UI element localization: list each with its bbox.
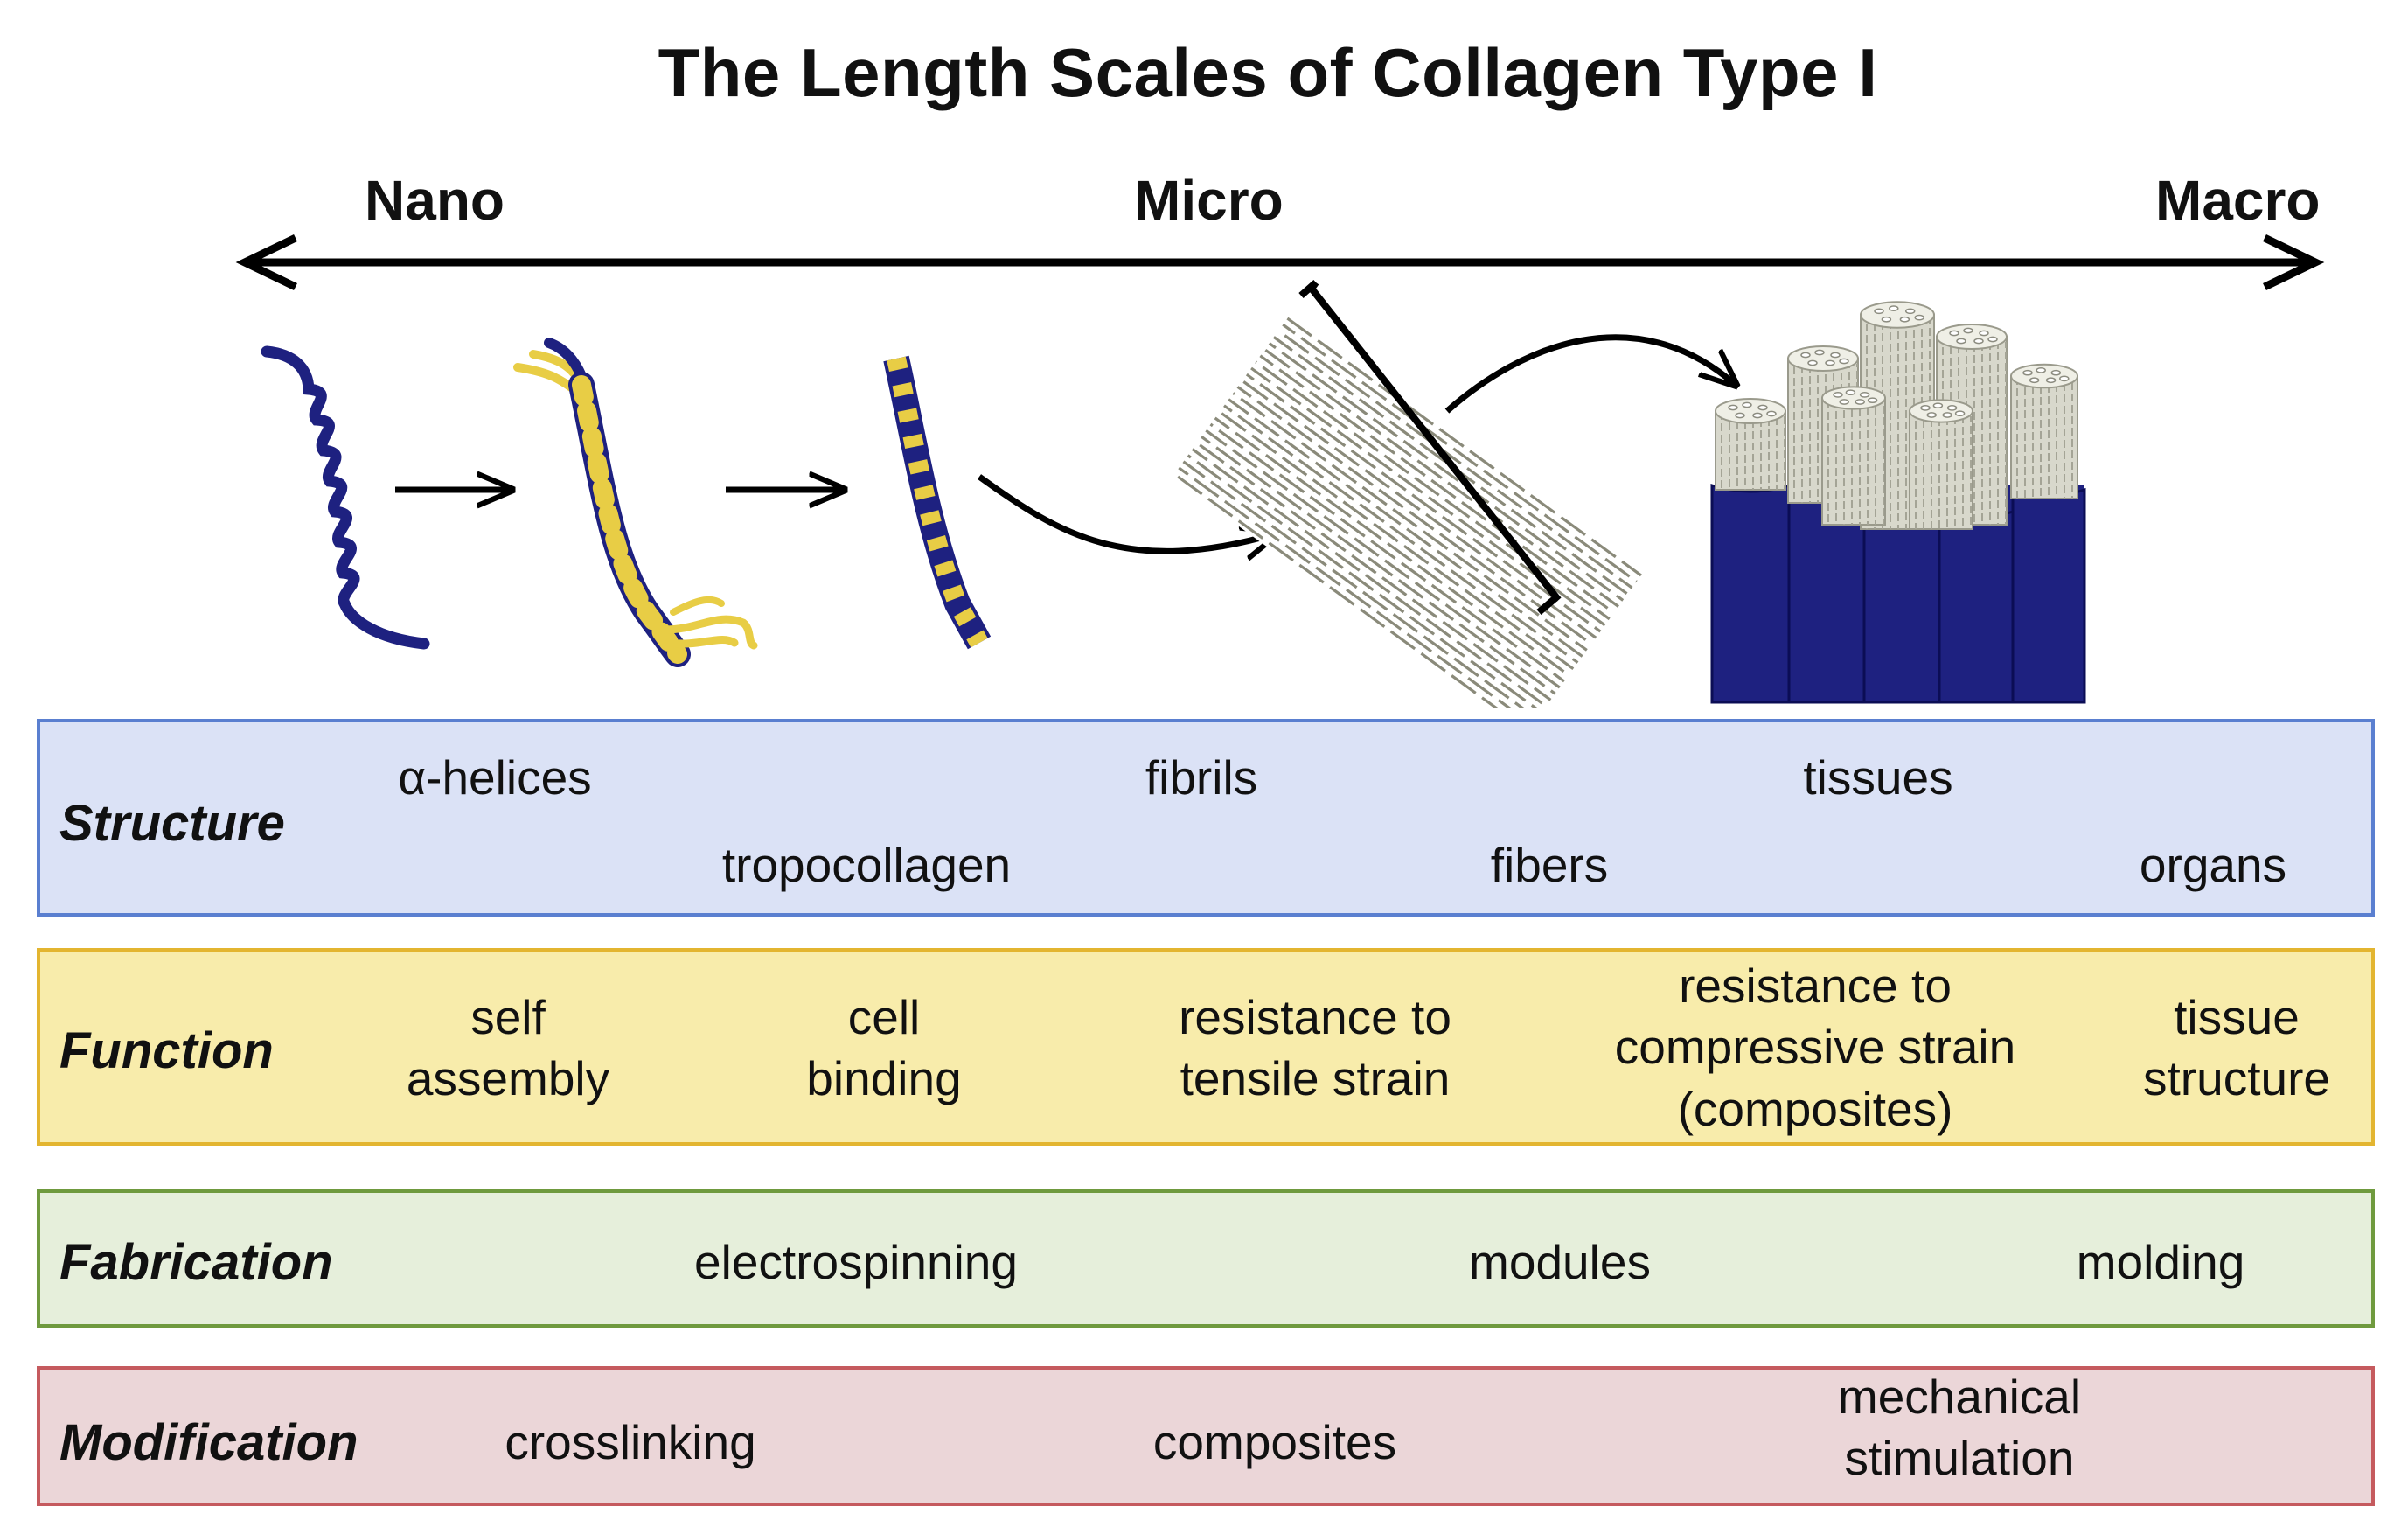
modification-row: Modification crosslinking composites mec…	[37, 1366, 2375, 1506]
function-item-line: self	[470, 990, 546, 1044]
function-item-line: tissue	[2174, 990, 2300, 1044]
alpha-helix-icon	[261, 345, 430, 650]
modification-item-composites: composites	[1152, 1415, 1397, 1469]
structure-item-tropocollagen: tropocollagen	[721, 838, 1012, 892]
function-item-line: (composites)	[1677, 1081, 1953, 1136]
modification-item-line: mechanical	[1837, 1370, 2082, 1424]
structure-row-label: Structure	[59, 795, 285, 852]
fabrication-item-molding: molding	[2076, 1235, 2245, 1289]
bracket-icon	[1298, 280, 1562, 616]
length-scale-axis	[235, 234, 2325, 291]
fabrication-item-electrospinning: electrospinning	[694, 1235, 1018, 1289]
structure-item-fibers: fibers	[1490, 838, 1609, 892]
function-item-tissue-structure: tissue structure	[2143, 987, 2330, 1110]
fibril-array-icon	[1165, 310, 1651, 708]
fabrication-row: Fabrication electrospinning modules mold…	[37, 1189, 2375, 1328]
scale-label-micro: Micro	[1134, 169, 1284, 232]
function-item-cell-binding: cell binding	[806, 987, 961, 1110]
fabrication-row-label: Fabrication	[59, 1234, 333, 1291]
structure-item-fibrils: fibrils	[1145, 750, 1258, 805]
structure-item-organs: organs	[2139, 838, 2287, 892]
function-item-line: assembly	[406, 1051, 610, 1106]
collagen-hierarchy-illustration	[235, 234, 2325, 708]
function-item-line: compressive strain	[1614, 1020, 2016, 1075]
function-row-label: Function	[59, 1022, 274, 1079]
function-item-line: structure	[2143, 1051, 2330, 1106]
function-item-line: binding	[806, 1051, 962, 1106]
function-item-line: resistance to	[1179, 990, 1451, 1044]
fabrication-item-modules: modules	[1469, 1235, 1651, 1289]
scale-label-macro: Macro	[2155, 169, 2321, 232]
function-item-tensile-strain: resistance to tensile strain	[1179, 987, 1451, 1110]
scale-label-nano: Nano	[365, 169, 505, 232]
function-item-self-assembly: self assembly	[407, 987, 609, 1110]
diagram-title: The Length Scales of Collagen Type I	[658, 34, 1878, 111]
modification-item-mechanical-stimulation: mechanical stimulation	[1838, 1366, 2081, 1489]
fibril-segment-icon	[883, 355, 992, 650]
modification-item-crosslinking: crosslinking	[505, 1415, 756, 1469]
fiber-bundle-icon	[1710, 301, 2086, 704]
structure-item-tissues: tissues	[1803, 750, 1953, 805]
function-item-line: cell	[847, 990, 921, 1044]
arrow-icon	[1444, 334, 1736, 414]
modification-item-line: stimulation	[1844, 1431, 2075, 1486]
modification-row-label: Modification	[59, 1414, 358, 1471]
function-item-line: tensile strain	[1180, 1051, 1451, 1106]
function-row: Function self assembly cell binding resi…	[37, 948, 2375, 1146]
arrow-icon	[977, 474, 1277, 551]
structure-item-alpha-helices: α-helices	[398, 750, 592, 805]
tropocollagen-icon	[513, 338, 758, 667]
function-item-compressive-strain: resistance to compressive strain (compos…	[1615, 955, 2015, 1140]
structure-row: Structure α-helices tropocollagen fibril…	[37, 719, 2375, 917]
function-item-line: resistance to	[1679, 959, 1952, 1013]
